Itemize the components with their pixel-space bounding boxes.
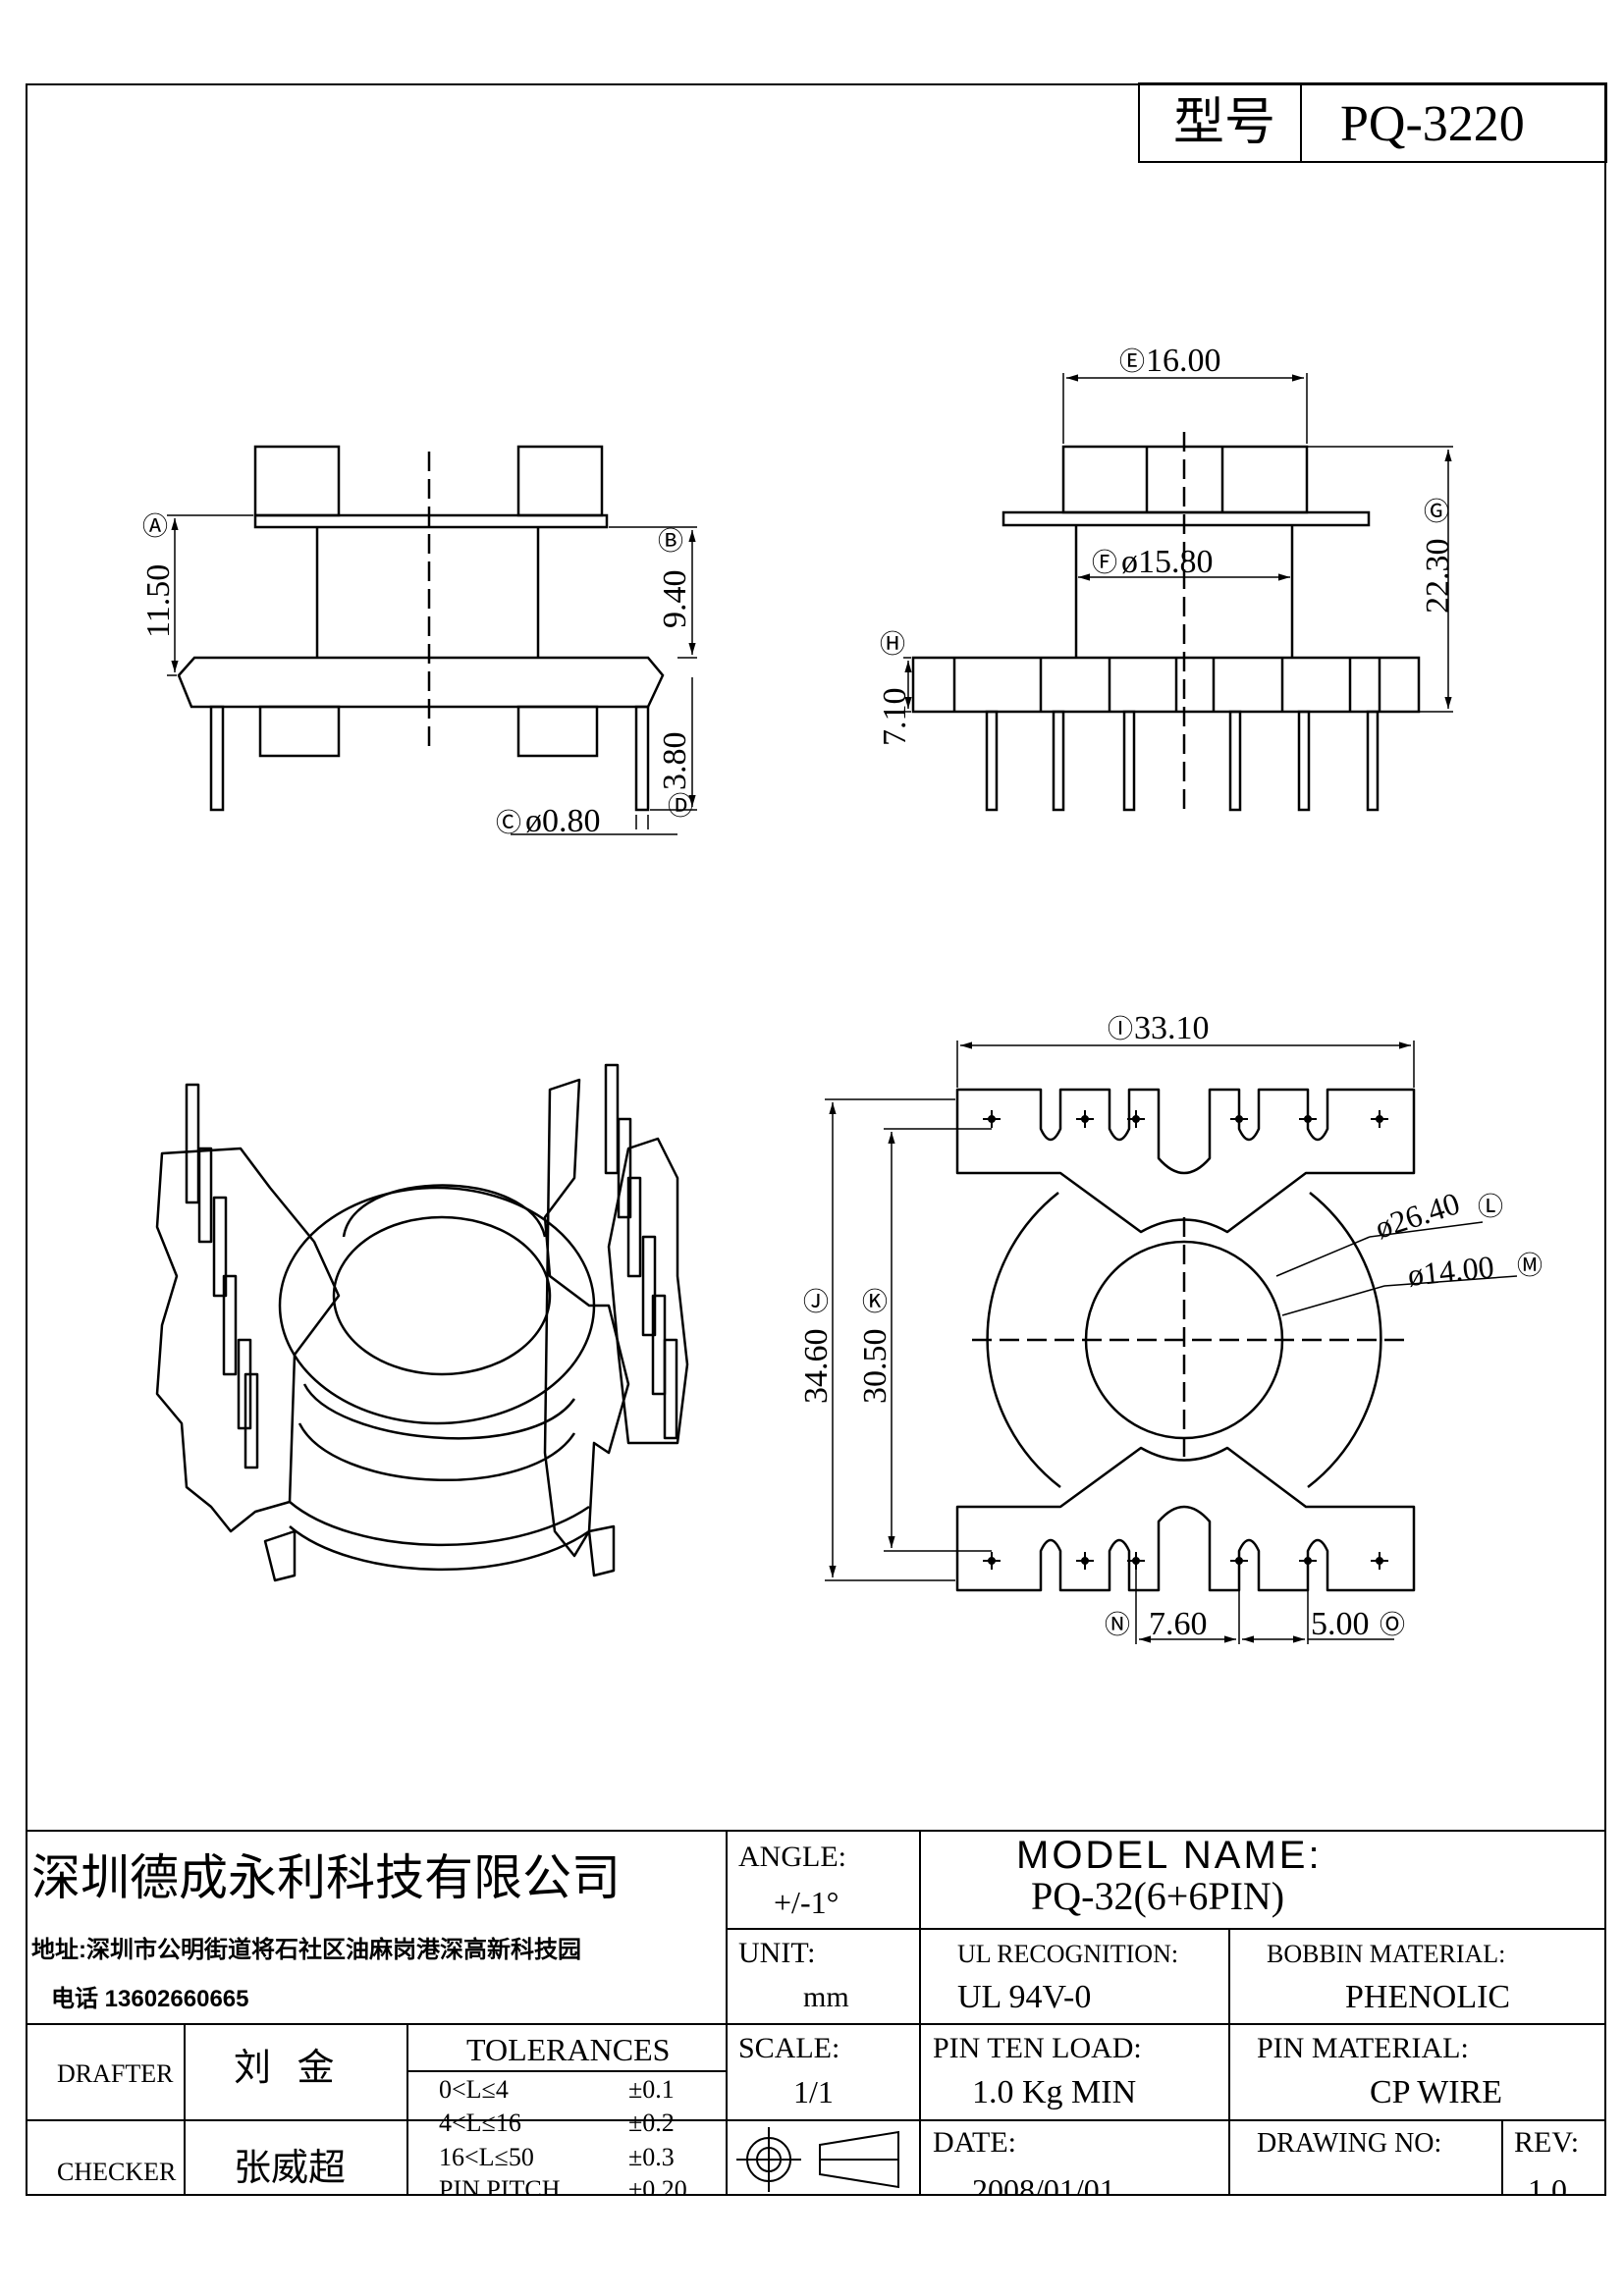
dim-d-marker: Ⓓ: [668, 792, 693, 822]
tolerance-value: ±0.3: [628, 2143, 675, 2171]
dim-m-value: ø14.00: [1406, 1249, 1495, 1293]
dim-m-marker: Ⓜ: [1517, 1252, 1543, 1281]
tolerance-range: PIN PITCH: [439, 2175, 561, 2197]
dim-n-marker: Ⓝ: [1105, 1611, 1130, 1640]
model-number: PQ-3220: [1340, 96, 1525, 152]
unit-value: mm: [803, 1981, 849, 2013]
projection-symbol: [736, 2127, 899, 2192]
bobbin-material-label: BOBBIN MATERIAL:: [1267, 1940, 1506, 1968]
side-view: [903, 373, 1453, 815]
dim-o-marker: Ⓞ: [1380, 1611, 1405, 1640]
dim-f-marker: Ⓕ: [1092, 549, 1117, 578]
drafter-name: 刘 金: [234, 2048, 343, 2089]
pin-material-value: CP WIRE: [1370, 2074, 1503, 2110]
dim-l-value: ø26.40: [1371, 1185, 1464, 1245]
company-name: 深圳德成永利科技有限公司: [31, 1850, 621, 1905]
dim-c-value: ø0.80: [525, 803, 601, 839]
dim-n-value: 7.60: [1149, 1606, 1208, 1642]
tolerance-value: ±0.1: [628, 2075, 675, 2104]
drawing-no-label: DRAWING NO:: [1257, 2128, 1442, 2159]
scale-value: 1/1: [793, 2074, 834, 2109]
dim-h-value: 7.10: [877, 688, 913, 747]
rev-clip: 1.0: [1504, 2120, 1604, 2196]
dim-o-value: 5.00: [1311, 1606, 1370, 1642]
tolerance-range: 0<L≤4: [439, 2075, 509, 2104]
model-name-label: MODEL NAME:: [1016, 1834, 1323, 1877]
dim-e-marker: Ⓔ: [1119, 347, 1145, 377]
front-view: [167, 445, 697, 835]
dim-k-marker: Ⓚ: [862, 1288, 888, 1317]
title-block-grid: [26, 1830, 1606, 2196]
tolerance-table: 0<L≤4 ±0.1 4<L≤16 ±0.2 16<L≤50 ±0.3 PIN …: [407, 2071, 727, 2197]
dim-h-marker: Ⓗ: [880, 630, 905, 660]
dim-l-marker: Ⓛ: [1478, 1193, 1503, 1222]
date-label: DATE:: [933, 2126, 1016, 2159]
bobbin-material-value: PHENOLIC: [1345, 1979, 1511, 2015]
dim-j-marker: Ⓙ: [803, 1288, 829, 1317]
rev-label: REV:: [1514, 2126, 1580, 2159]
dim-j-value: 34.60: [798, 1329, 835, 1405]
dim-i-value: 33.10: [1134, 1010, 1210, 1046]
dim-g-value: 22.30: [1420, 539, 1456, 614]
rev-value: 1.0: [1528, 2172, 1567, 2196]
dim-i-marker: Ⓘ: [1108, 1015, 1133, 1044]
tolerance-value: ±0.20: [628, 2175, 687, 2197]
dim-e-value: 16.00: [1146, 343, 1221, 379]
tolerance-range: 4<L≤16: [439, 2109, 521, 2137]
drawing-border: [26, 83, 1606, 2196]
dim-d-value: 3.80: [657, 732, 693, 791]
pin-ten-load-label: PIN TEN LOAD:: [933, 2032, 1142, 2064]
pin-holes: [983, 1110, 1388, 1570]
dim-f-value: ø15.80: [1121, 544, 1214, 580]
dim-b-value: 9.40: [657, 570, 693, 629]
dim-c-marker: Ⓒ: [496, 809, 521, 838]
isometric-view: [155, 1063, 689, 1582]
angle-label: ANGLE:: [738, 1841, 846, 1873]
dim-a-marker: Ⓐ: [142, 512, 168, 542]
dim-g-marker: Ⓖ: [1424, 498, 1449, 527]
angle-value: +/-1°: [774, 1885, 839, 1920]
ul-recognition-value: UL 94V-0: [957, 1979, 1092, 2015]
pin-material-label: PIN MATERIAL:: [1257, 2032, 1469, 2064]
bottom-view: [825, 1041, 1518, 1644]
tolerance-range: 16<L≤50: [439, 2143, 534, 2171]
model-number-box: [1138, 82, 1607, 163]
drafter-label: DRAFTER: [57, 2059, 174, 2088]
checker-label: CHECKER: [57, 2158, 177, 2186]
ul-recognition-label: UL RECOGNITION:: [957, 1940, 1179, 1968]
tolerances-label: TOLERANCES: [466, 2032, 671, 2067]
dim-a-value: 11.50: [140, 564, 177, 638]
tolerance-value: ±0.2: [628, 2109, 675, 2137]
dim-b-marker: Ⓑ: [658, 527, 683, 557]
model-name-value: PQ-32(6+6PIN): [1031, 1874, 1285, 1918]
unit-label: UNIT:: [738, 1937, 816, 1969]
company-address: 地址:深圳市公明街道将石社区油麻岗港深高新科技园: [31, 1937, 581, 1963]
scale-label: SCALE:: [738, 2032, 840, 2064]
dim-k-value: 30.50: [857, 1329, 893, 1405]
date-value: 2008/01/01: [972, 2172, 1115, 2196]
company-phone: 电话 13602660665: [51, 1986, 249, 2012]
date-clip: 2008/01/01: [923, 2120, 1227, 2196]
checker-name: 张威超: [234, 2148, 347, 2189]
pin-ten-load-value: 1.0 Kg MIN: [972, 2074, 1137, 2110]
model-label: 型号: [1173, 93, 1275, 152]
